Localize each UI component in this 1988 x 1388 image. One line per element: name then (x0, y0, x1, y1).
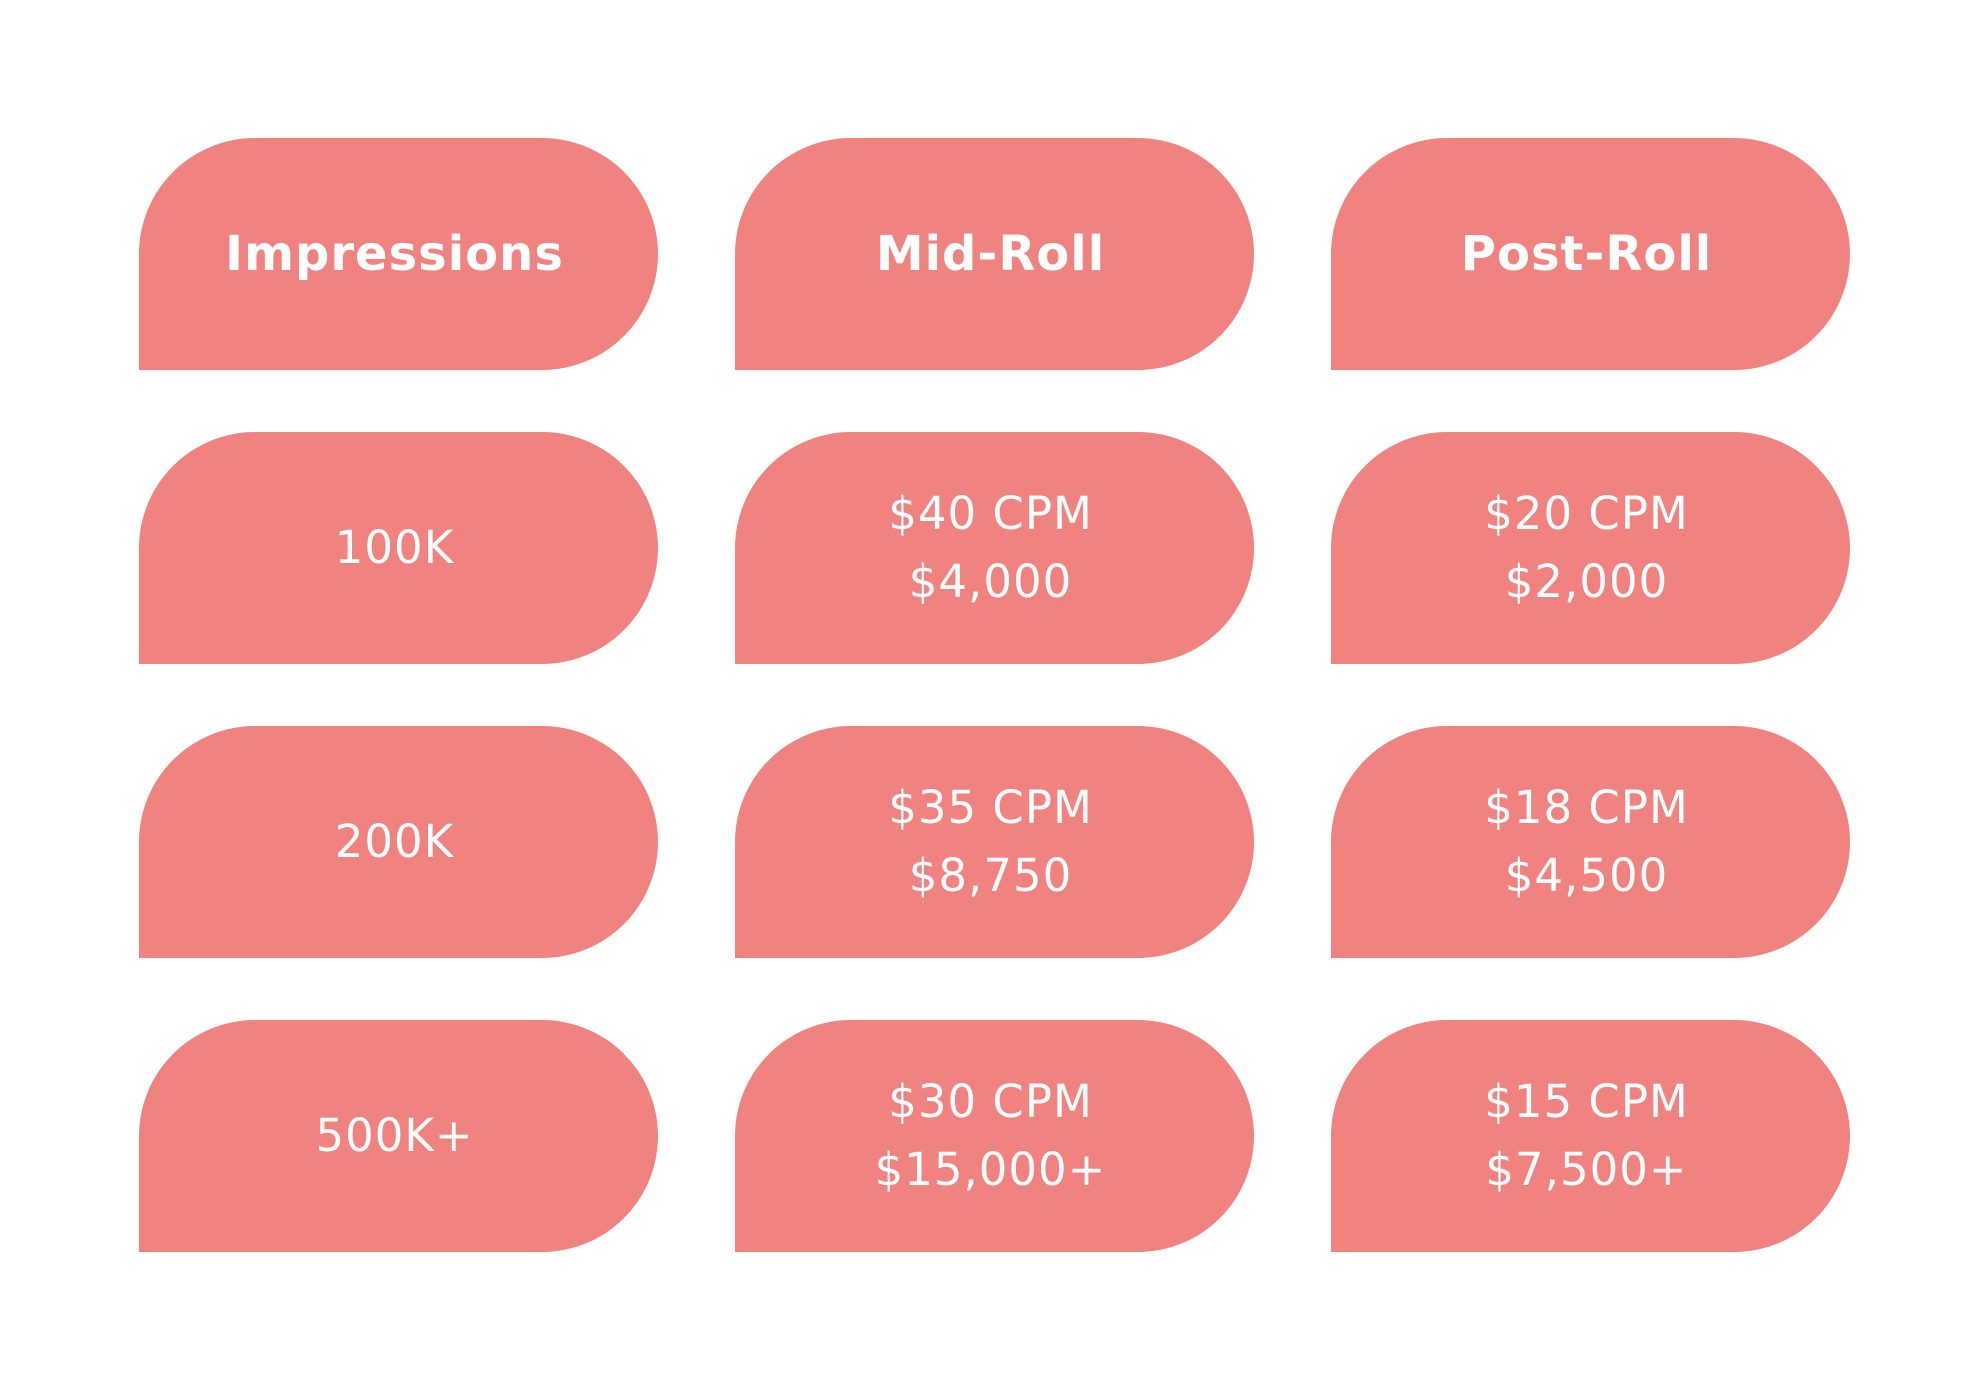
row-2-mid-roll: $35 CPM $8,750 (735, 726, 1254, 958)
header-mid-roll-label: Mid-Roll (875, 226, 1106, 282)
pricing-table: Impressions Mid-Roll Post-Roll 100K $40 … (139, 138, 1850, 1252)
post-roll-total: $7,500+ (1485, 1143, 1688, 1196)
post-roll-total: $4,500 (1504, 849, 1669, 902)
mid-roll-cpm: $40 CPM (888, 487, 1093, 540)
header-impressions-label: Impressions (225, 226, 564, 282)
impressions-value: 200K (334, 815, 455, 868)
post-roll-cpm: $18 CPM (1484, 781, 1689, 834)
mid-roll-total: $4,000 (908, 555, 1073, 608)
mid-roll-total: $8,750 (908, 849, 1073, 902)
row-3-impressions: 500K+ (139, 1020, 658, 1252)
row-2-impressions: 200K (139, 726, 658, 958)
mid-roll-cpm: $35 CPM (888, 781, 1093, 834)
mid-roll-cpm: $30 CPM (888, 1075, 1093, 1128)
row-3-post-roll: $15 CPM $7,500+ (1331, 1020, 1850, 1252)
post-roll-cpm: $15 CPM (1484, 1075, 1689, 1128)
header-post-roll-label: Post-Roll (1460, 226, 1713, 282)
row-1-post-roll: $20 CPM $2,000 (1331, 432, 1850, 664)
mid-roll-total: $15,000+ (874, 1143, 1107, 1196)
post-roll-total: $2,000 (1504, 555, 1669, 608)
header-impressions: Impressions (139, 138, 658, 370)
row-2-post-roll: $18 CPM $4,500 (1331, 726, 1850, 958)
row-1-impressions: 100K (139, 432, 658, 664)
row-1-mid-roll: $40 CPM $4,000 (735, 432, 1254, 664)
impressions-value: 500K+ (315, 1109, 474, 1162)
impressions-value: 100K (334, 521, 455, 574)
header-post-roll: Post-Roll (1331, 138, 1850, 370)
header-mid-roll: Mid-Roll (735, 138, 1254, 370)
row-3-mid-roll: $30 CPM $15,000+ (735, 1020, 1254, 1252)
post-roll-cpm: $20 CPM (1484, 487, 1689, 540)
